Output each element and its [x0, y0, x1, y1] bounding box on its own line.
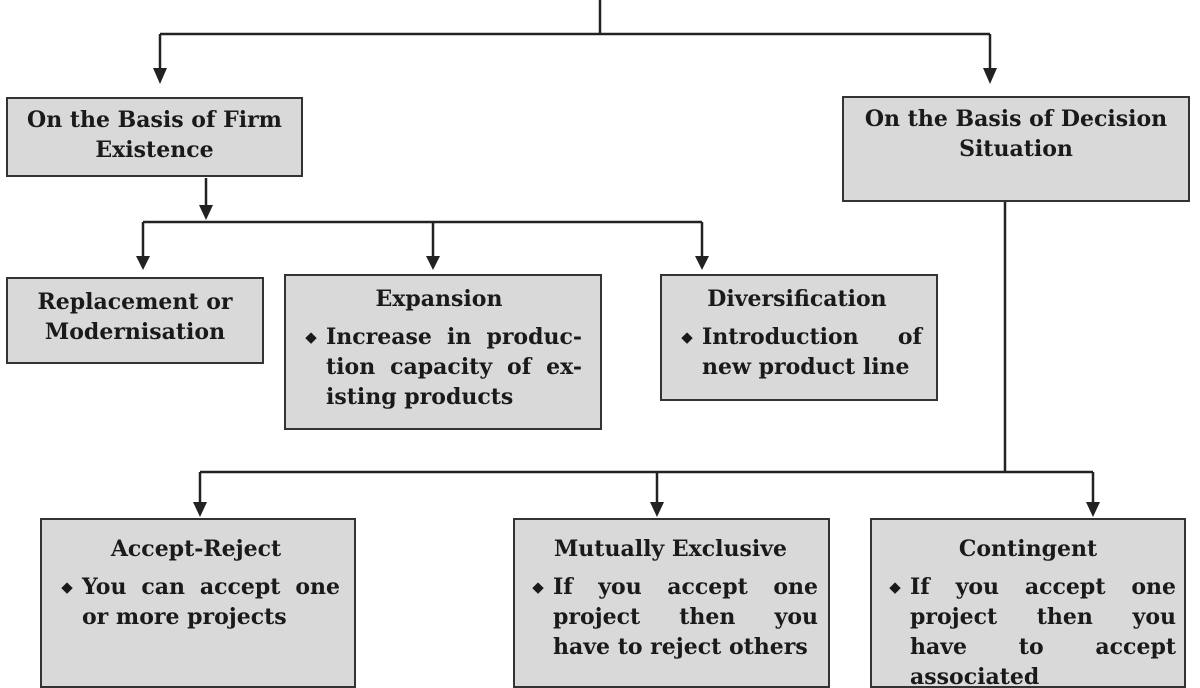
bullet-icon: ◆ — [61, 578, 73, 596]
mutually-exclusive-item: ◆ If you accept one project then you hav… — [523, 572, 818, 662]
firm-existence-box: On the Basis of Firm Existence — [6, 97, 303, 177]
accept-reject-item: ◆ You can accept one or more projects — [52, 572, 340, 632]
decision-situation-box: On the Basis of Decision Situation — [842, 96, 1190, 202]
contingent-item: ◆ If you accept one project then you hav… — [880, 572, 1176, 688]
mutually-exclusive-box: Mutually Exclusive ◆ If you accept one p… — [513, 518, 830, 688]
contingent-item-text: If you accept one project then you have … — [910, 574, 1176, 688]
bullet-icon: ◆ — [532, 578, 544, 596]
replacement-box: Replacement or Modernisation — [6, 277, 264, 364]
contingent-title: Contingent — [958, 536, 1098, 562]
expansion-item-text: Increase in produc-tion capacity of ex-i… — [326, 324, 582, 410]
bullet-icon: ◆ — [305, 328, 317, 346]
mutually-exclusive-title: Mutually Exclusive — [553, 536, 788, 562]
diversification-item-text: Introduction of new product line — [702, 324, 922, 380]
bullet-icon: ◆ — [681, 328, 693, 346]
expansion-box: Expansion ◆ Increase in produc-tion capa… — [284, 274, 602, 430]
contingent-box: Contingent ◆ If you accept one project t… — [870, 518, 1186, 688]
accept-reject-box: Accept-Reject ◆ You can accept one or mo… — [40, 518, 356, 688]
mutually-exclusive-item-text: If you accept one project then you have … — [553, 574, 818, 660]
diversification-item: ◆ Introduction of new product line — [672, 322, 922, 382]
diversification-box: Diversification ◆ Introduction of new pr… — [660, 274, 938, 401]
accept-reject-title: Accept-Reject — [110, 536, 282, 562]
accept-reject-item-text: You can accept one or more projects — [82, 574, 340, 630]
decision-situation-title: On the Basis of Decision Situation — [864, 106, 1168, 162]
expansion-item: ◆ Increase in produc-tion capacity of ex… — [296, 322, 582, 412]
replacement-title: Replacement or Modernisation — [37, 289, 233, 345]
firm-existence-title: On the Basis of Firm Existence — [27, 107, 282, 163]
diversification-title: Diversification — [707, 286, 887, 312]
expansion-title: Expansion — [375, 286, 503, 312]
bullet-icon: ◆ — [889, 578, 901, 596]
